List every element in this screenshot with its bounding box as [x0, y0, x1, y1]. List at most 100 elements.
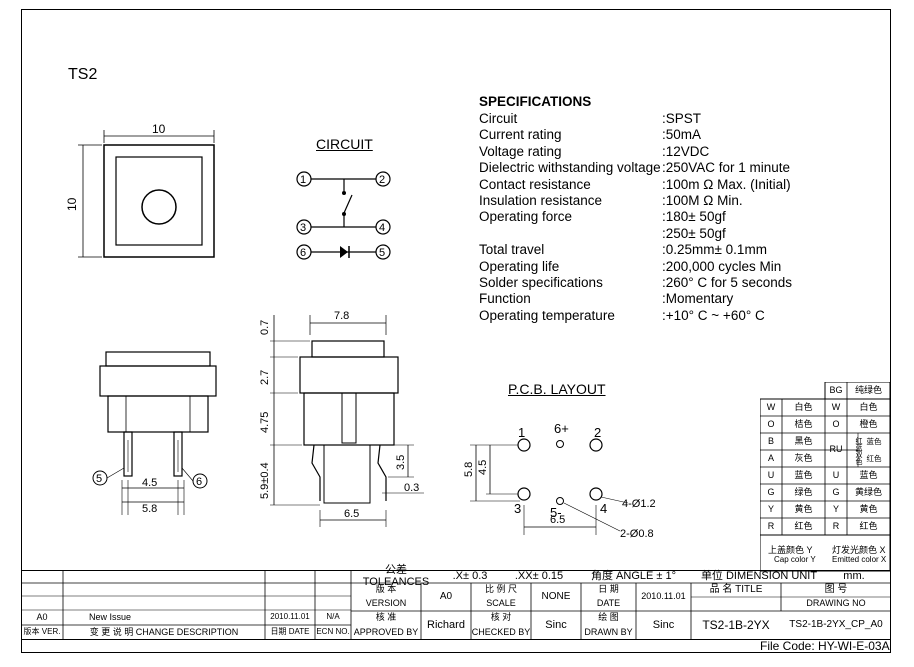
spec-label: Contact resistance	[479, 176, 591, 192]
color-code: A	[767, 452, 774, 463]
color-name: 白色	[859, 401, 878, 412]
color-code: G	[832, 486, 840, 497]
color-name: 黑色	[794, 435, 813, 446]
spec-label: Operating temperature	[479, 307, 615, 323]
circuit-pin-2: 2	[379, 174, 385, 186]
dimension-unit: 单位 DIMENSION UNIT	[700, 569, 818, 582]
tolerances-label: 公差 TOLEANCES	[362, 563, 430, 588]
tolerance-1: .X± 0.3	[452, 569, 488, 582]
spec-label: Total travel	[479, 242, 545, 258]
pcb-dim-65: 6.5	[550, 514, 565, 526]
pcb-pin-4: 4	[600, 501, 607, 516]
spec-label: Operating life	[479, 258, 560, 274]
pcb-pin-3: 3	[514, 501, 521, 516]
pcb-pin-5-minus: 5-	[550, 505, 562, 520]
color-code: W	[766, 401, 776, 412]
header-date: 日期 DATE	[270, 627, 310, 637]
tolerance-2: .XX± 0.15	[514, 569, 564, 582]
pcb-layout-drawing: 1 6+ 2 3 5- 4 5.8 4.5 6.5 4-Ø1.2 2-Ø0.8	[463, 421, 656, 540]
spec-label: Circuit	[479, 111, 518, 126]
approved-cn: 核 准	[375, 612, 397, 623]
title-value: TS2-1B-2YX	[702, 618, 770, 633]
color-code: BG	[829, 384, 843, 395]
color-code: Y	[767, 503, 774, 514]
color-code: U	[767, 469, 775, 480]
spec-label: Solder specifications	[479, 275, 603, 290]
emit-color-en: Emitted color X	[832, 555, 887, 564]
side-view-drawing: 7.8 0.7 2.7 4.75 5.9±0.4 3.5 0.3 6.5	[259, 310, 424, 527]
part-title: TS2	[68, 66, 98, 83]
front-pin-6: 6	[196, 476, 202, 488]
emit-color-cn: 灯发光颜色 X	[832, 545, 886, 555]
spec-label: Voltage rating	[479, 143, 562, 159]
spec-label: Current rating	[479, 127, 562, 143]
color-code: O	[767, 418, 775, 429]
top-height-label: 10	[65, 197, 79, 211]
revision-description: New Issue	[89, 611, 132, 622]
pcb-pin-2: 2	[594, 425, 601, 440]
color-code: Y	[832, 503, 839, 514]
color-name: 蓝色	[859, 469, 878, 480]
cap-color-cn: 上盖颜色 Y	[768, 545, 813, 555]
pcb-hole-large: 4-Ø1.2	[622, 498, 656, 510]
spec-value: :250± 50gf	[662, 225, 726, 241]
side-dim-65: 6.5	[344, 508, 359, 520]
cap-color-en: Cap color Y	[774, 555, 816, 564]
color-name: 白色	[794, 401, 813, 412]
color-table	[760, 382, 890, 572]
color-code: O	[832, 418, 840, 429]
color-name: 桔色	[794, 418, 813, 429]
spec-value: :100m Ω Max. (Initial)	[662, 176, 791, 192]
circuit-pin-6: 6	[300, 247, 306, 259]
color-name: 纯绿色	[854, 384, 882, 395]
scale-en: SCALE	[486, 598, 516, 609]
dimension-unit-value: mm.	[843, 569, 865, 582]
color-name: 红色	[794, 520, 813, 531]
checked-cn: 核 对	[490, 612, 512, 623]
title-label: 品 名 TITLE	[709, 583, 763, 595]
color-code: RU	[829, 444, 843, 455]
color-name: 蓝色	[866, 436, 882, 446]
revision-date: 2010.11.01	[270, 612, 310, 622]
pcb-hole-small: 2-Ø0.8	[620, 528, 654, 540]
spec-value: :12VDC	[662, 143, 710, 159]
spec-label: Insulation resistance	[479, 193, 603, 208]
color-code: R	[767, 520, 775, 531]
approved-en: APPROVED BY	[353, 626, 419, 637]
pcb-dim-58: 5.8	[463, 462, 475, 477]
version-value: A0	[439, 590, 453, 602]
date-en: DATE	[596, 598, 621, 609]
scale-value: NONE	[541, 590, 571, 602]
pcb-pin-1: 1	[518, 425, 525, 440]
circuit-diagram: 1 2 3 4 6 5	[296, 171, 391, 260]
version-cn: 版 本	[375, 584, 397, 595]
side-dim-07: 0.7	[259, 320, 271, 335]
side-dim-35: 3.5	[395, 455, 407, 470]
spec-label: Dielectric withstanding voltage	[479, 160, 661, 176]
front-view-drawing: 5 6 4.5 5.8	[92, 351, 217, 515]
header-ecn: ECN NO.	[316, 627, 350, 637]
color-name: 红色	[866, 453, 882, 463]
angle-tolerance: 角度 ANGLE ± 1°	[590, 569, 676, 582]
front-dim-58: 5.8	[142, 503, 157, 515]
circuit-pin-4: 4	[379, 222, 385, 234]
side-dim-59: 5.9±0.4	[259, 462, 271, 499]
header-description: 变 更 说 明 CHANGE DESCRIPTION	[89, 626, 239, 637]
checked-en: CHECKED BY	[471, 626, 531, 637]
side-dim-27: 2.7	[259, 370, 271, 385]
file-code: File Code: HY-WI-E-03A	[760, 639, 890, 653]
color-name: 蓝色	[794, 469, 813, 480]
circuit-pin-5: 5	[379, 247, 385, 259]
scale-cn: 比 例 尺	[484, 584, 517, 595]
drawn-en: DRAWN BY	[584, 626, 633, 637]
circuit-pin-3: 3	[300, 222, 306, 234]
spec-value: :250VAC for 1 minute	[662, 160, 791, 176]
drawing-frame	[21, 9, 891, 653]
drawing-no-cn: 图 号	[824, 583, 848, 595]
drawn-value: Sinc	[652, 618, 675, 631]
pcb-pin-6-plus: 6+	[554, 421, 569, 436]
date-value: 2010.11.01	[641, 591, 686, 602]
circuit-pin-1: 1	[300, 174, 306, 186]
side-dim-475: 4.75	[259, 412, 271, 433]
color-code: R	[832, 520, 840, 531]
